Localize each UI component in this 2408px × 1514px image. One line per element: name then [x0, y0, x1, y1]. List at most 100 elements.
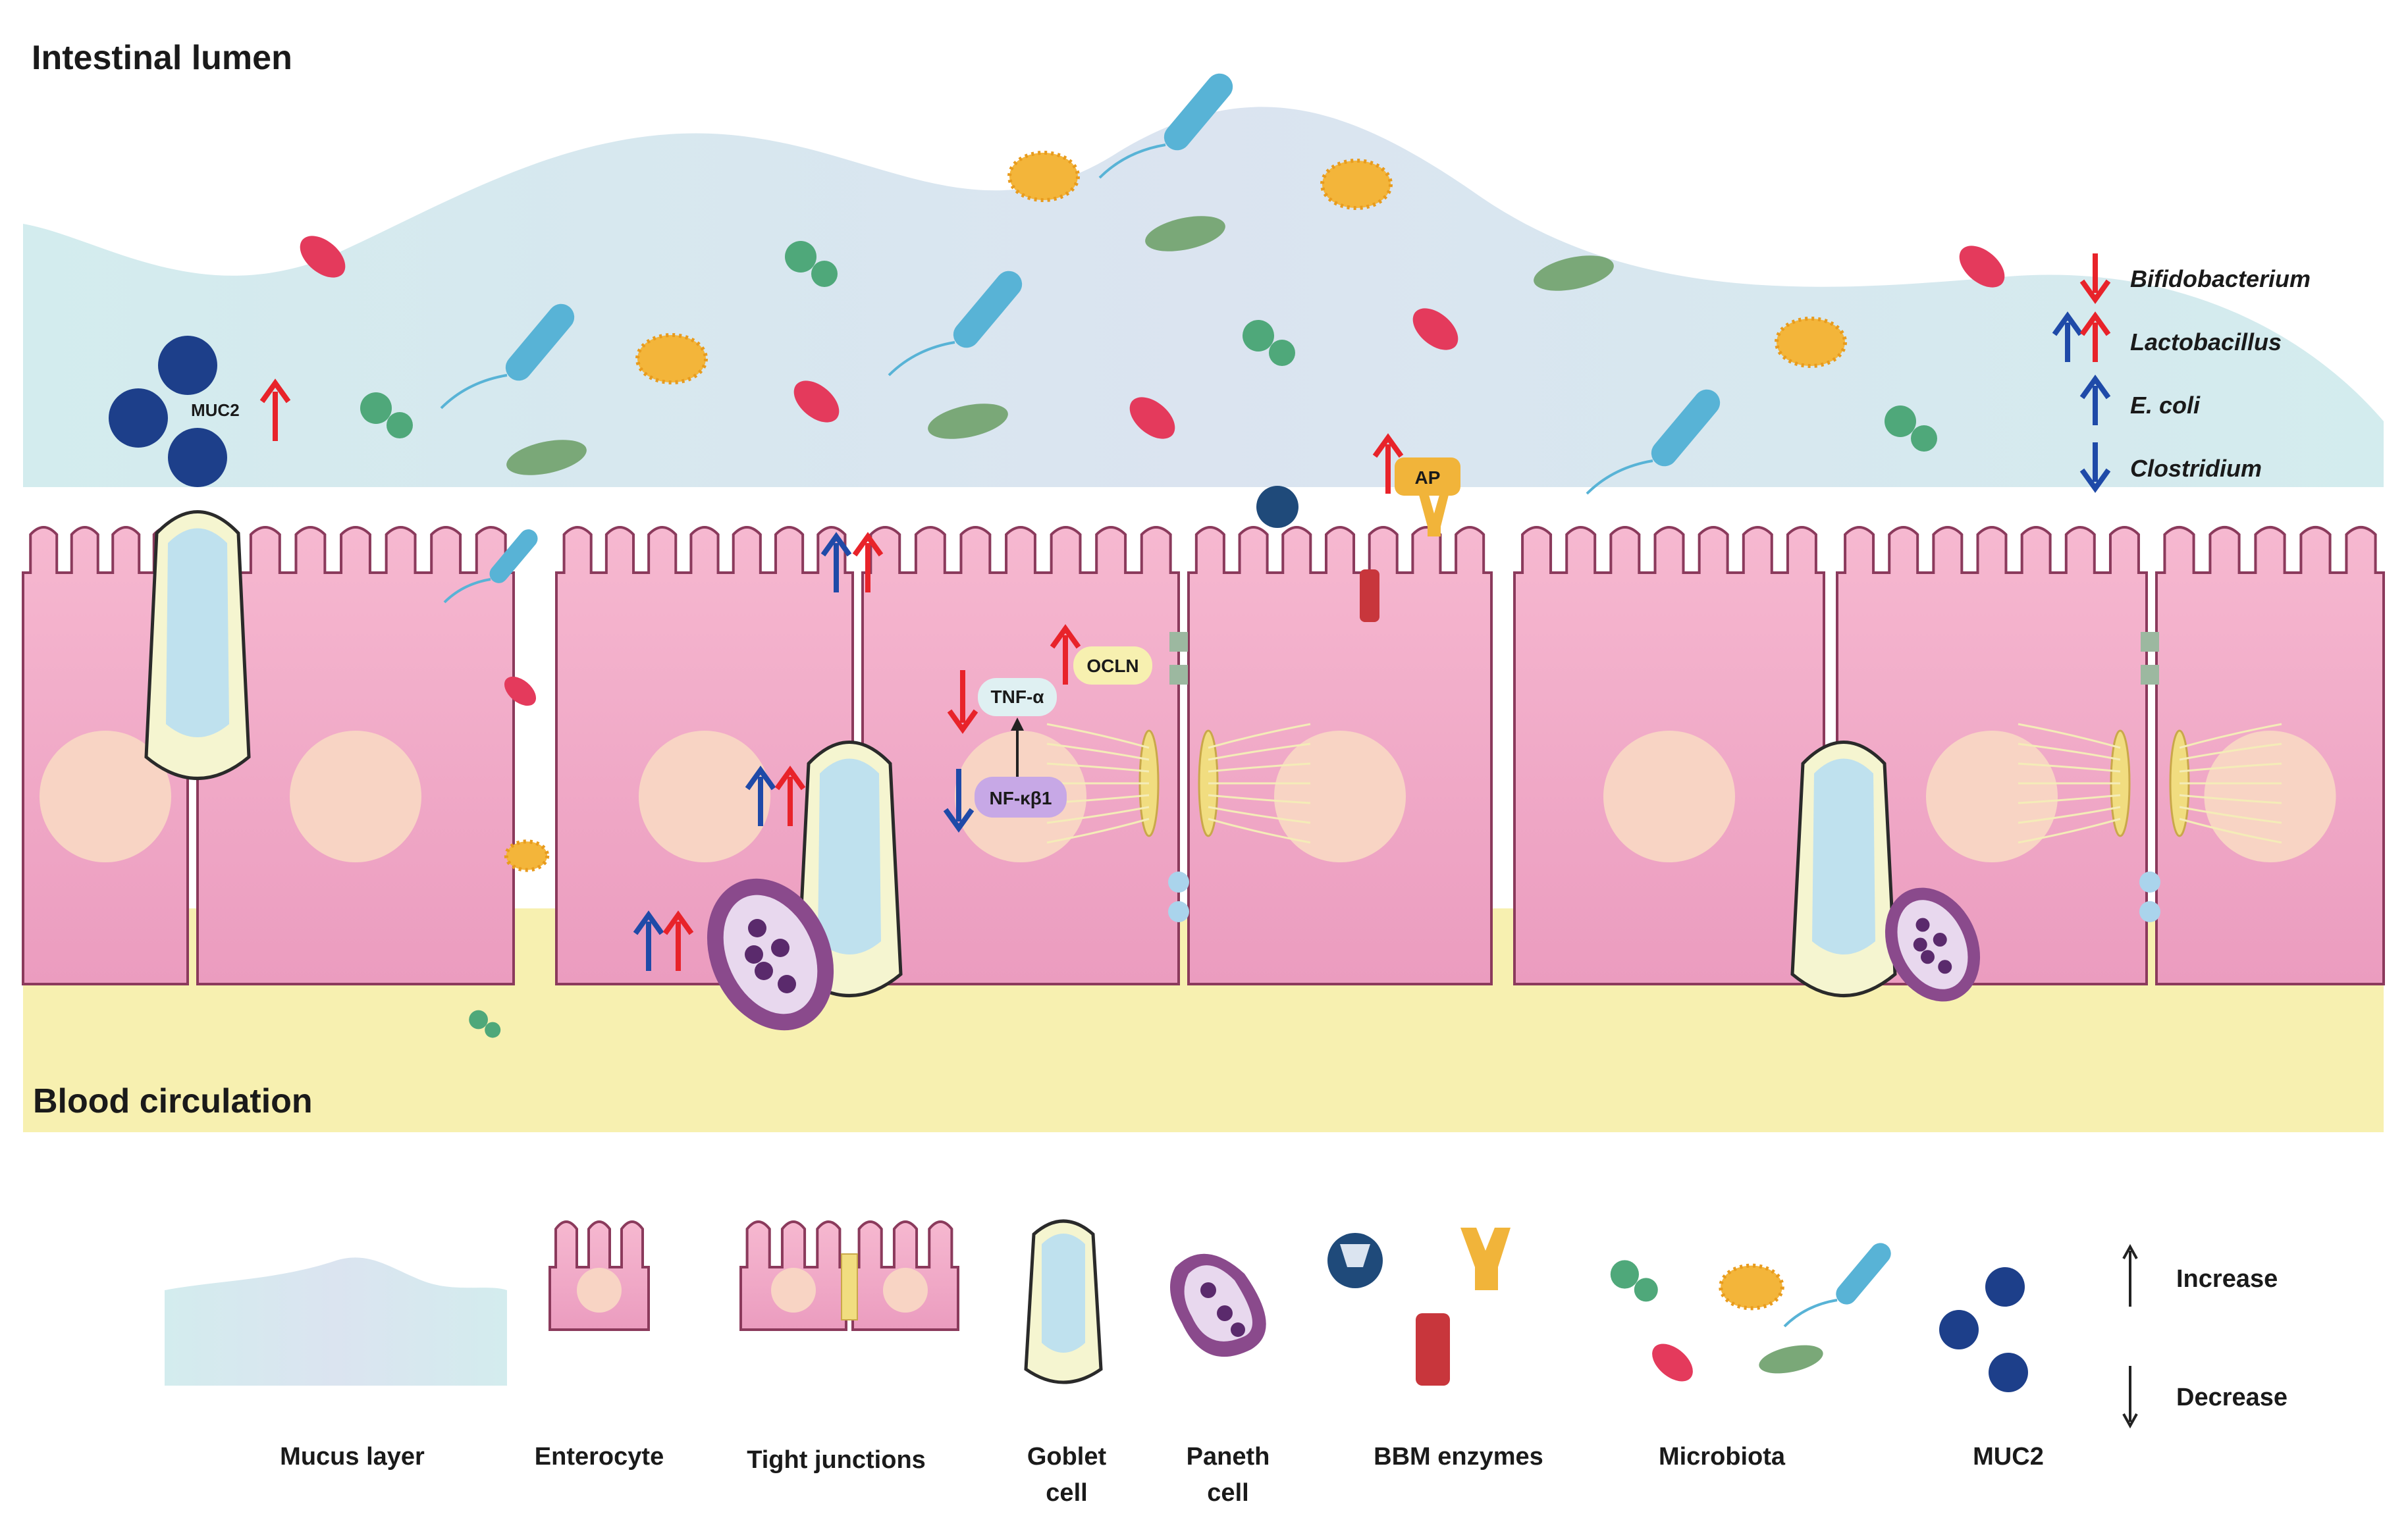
arrow-up-icon — [2079, 375, 2111, 425]
arrow-up-icon — [662, 910, 694, 971]
bacteria-icon — [1959, 246, 2005, 288]
svg-text:NF-κβ1: NF-κβ1 — [990, 788, 1052, 808]
legend-enterocyte-icon — [548, 1220, 650, 1331]
legend-tight-junction-icon — [739, 1220, 959, 1331]
bacteria-icon — [928, 404, 1008, 439]
nucleus — [1926, 731, 2058, 862]
nucleus — [771, 1268, 816, 1313]
bacteria-icon — [504, 839, 550, 872]
bbm-enzyme-icon — [1256, 486, 1298, 528]
arrow-up-icon — [2052, 311, 2083, 362]
goblet-cell-icon — [144, 510, 251, 780]
arrow-down-icon — [2079, 442, 2111, 493]
muc2-label: MUC2 — [191, 400, 240, 420]
legend-mucus-icon — [165, 1257, 507, 1386]
svg-text:OCLN: OCLN — [1086, 656, 1138, 676]
svg-text:TNF-α: TNF-α — [991, 687, 1044, 707]
goblet-cell-icon — [1790, 741, 1897, 997]
bacteria-icon — [1652, 1344, 1693, 1382]
svg-text:AP: AP — [1415, 467, 1441, 488]
bbm-enzyme-icon — [1327, 1228, 1511, 1386]
bacteria-icon — [888, 271, 1023, 377]
muc2-granules — [109, 336, 227, 487]
arrow-down-icon — [943, 769, 975, 833]
blood-label: Blood circulation — [33, 1082, 313, 1120]
legend-paneth-label-1: Paneth — [1187, 1443, 1270, 1471]
nucleus — [2204, 731, 2336, 862]
bacteria-icon — [300, 236, 346, 278]
bacteria-icon — [440, 303, 575, 409]
nucleus — [883, 1268, 928, 1313]
bacteria-icon — [1719, 1263, 1784, 1311]
bbm-enzyme-icon — [1419, 495, 1449, 536]
legend-goblet-label-1: Goblet — [1027, 1443, 1107, 1471]
epithelium — [22, 510, 2385, 1031]
legend-bbm-label: BBM enzymes — [1374, 1443, 1543, 1471]
legend-enterocyte-label: Enterocyte — [535, 1443, 664, 1471]
legend-mucus-label: Mucus layer — [280, 1443, 425, 1471]
arrow-down-icon — [947, 670, 978, 734]
arrow-up-icon — [259, 378, 291, 441]
bacteria-changes: Bifidobacterium Lactobacillus E. coli Cl… — [2130, 265, 2311, 482]
ocln-box: OCLN — [1073, 646, 1152, 685]
nucleus — [1274, 731, 1406, 862]
tight-junction — [2018, 632, 2282, 922]
tight-junction — [1046, 632, 1311, 922]
nucleus — [639, 731, 770, 862]
bacteria-icon — [360, 392, 413, 438]
nucleus — [577, 1268, 622, 1313]
legend-paneth-icon — [1170, 1253, 1266, 1357]
legend-microbiota-icon — [1610, 1243, 1891, 1382]
tnf-box: TNF-α — [978, 678, 1057, 716]
arrow-up-icon — [820, 532, 852, 592]
lumen-label: Intestinal lumen — [32, 39, 292, 77]
bacteria-icon — [1783, 1243, 1891, 1328]
legend-paneth-label-2: cell — [1207, 1479, 1248, 1507]
legend-increase-label: Increase — [2176, 1265, 2278, 1293]
bacteria-icon — [785, 241, 838, 287]
bacteria-icon — [1775, 317, 1847, 368]
nucleus — [40, 731, 171, 862]
arrow-up-icon — [1050, 624, 1081, 685]
nucleus — [290, 731, 421, 862]
paneth-cell-icon — [1885, 887, 1981, 1002]
bacteria-icon — [1586, 389, 1721, 495]
bacteria-icon — [1007, 151, 1080, 202]
arrow-up-icon — [745, 766, 776, 826]
nfkb-box: NF-κβ1 — [975, 777, 1067, 818]
bacteria-name-3: Clostridium — [2130, 455, 2262, 482]
arrow-up-icon — [774, 766, 806, 826]
bacteria-name-1: Lactobacillus — [2130, 328, 2282, 355]
bacteria-icon — [469, 1010, 501, 1038]
legend-goblet-icon — [1024, 1219, 1103, 1384]
bacteria-icon — [1885, 405, 1937, 452]
legend-microbiota-label: Microbiota — [1659, 1443, 1786, 1471]
legend-decrease-label: Decrease — [2176, 1384, 2288, 1411]
bacteria-icon — [1098, 73, 1233, 179]
bacteria-icon — [1534, 255, 1614, 291]
bacteria-icon — [506, 440, 587, 475]
nucleus — [1603, 731, 1735, 862]
legend-tight-junctions-label: Tight junctions — [747, 1446, 926, 1474]
bacteria-icon — [1243, 320, 1295, 366]
mucus-layer — [23, 107, 2384, 488]
bbm-enzyme-icon — [1360, 569, 1379, 622]
legend-goblet-label-2: cell — [1046, 1479, 1087, 1507]
legend-decrease-arrow — [2122, 1366, 2138, 1429]
arrow-up-icon — [633, 910, 664, 971]
ap-box: AP — [1395, 457, 1460, 496]
arrow-down-icon — [2079, 253, 2111, 304]
paneth-cell-icon — [707, 878, 834, 1031]
bacteria-icon — [1129, 397, 1175, 439]
bacteria-icon — [443, 529, 538, 604]
bacteria-icon — [793, 380, 840, 423]
bacteria-icon — [504, 676, 537, 706]
bacteria-name-0: Bifidobacterium — [2130, 265, 2311, 292]
arrow-up-icon — [852, 532, 884, 592]
legend-increase-arrow — [2122, 1243, 2138, 1307]
arrow-up-icon — [1372, 433, 1404, 494]
bacteria-icon — [1320, 159, 1393, 210]
bacteria-name-2: E. coli — [2130, 392, 2201, 419]
bacteria-icon — [1610, 1260, 1658, 1302]
